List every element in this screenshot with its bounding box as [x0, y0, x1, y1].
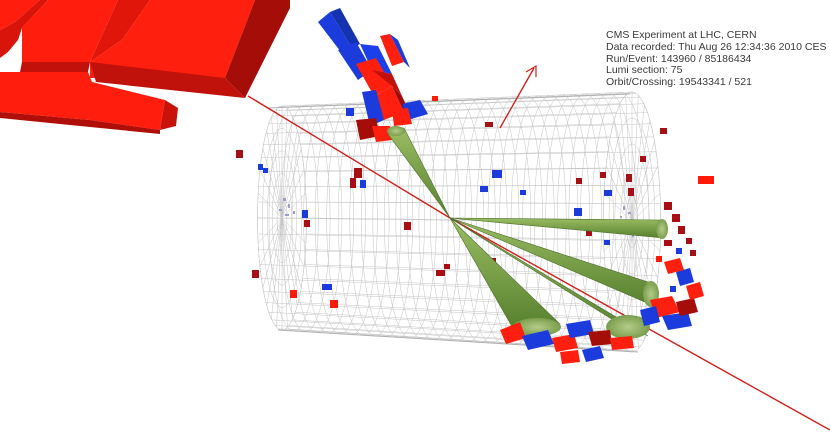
lower-tower-clusters [500, 258, 704, 364]
deposit-cell [290, 290, 297, 298]
deposit-cell [330, 300, 338, 308]
deposit-cell [664, 202, 672, 210]
deposit-cell [258, 164, 263, 170]
data-recorded-label: Data recorded: Thu Aug 26 12:34:36 2010 … [606, 40, 827, 53]
experiment-label: CMS Experiment at LHC, CERN [606, 30, 757, 41]
top-tower [318, 8, 428, 142]
deposit-cell [660, 128, 667, 134]
deposit-cell [354, 168, 362, 178]
deposit-cell [236, 150, 243, 158]
jet-cones [387, 126, 668, 339]
deposit-cell [252, 270, 259, 278]
vertex-cluster-left [279, 198, 295, 216]
deposit-cell [492, 170, 502, 178]
deposit-cell [604, 190, 612, 196]
deposit-cell [656, 256, 662, 262]
deposit-cell [586, 230, 592, 236]
deposit-cell [432, 96, 438, 101]
deposit-cell [670, 286, 676, 292]
deposit-cell [576, 178, 582, 184]
deposit-cell [676, 248, 682, 254]
deposit-cell [672, 214, 680, 222]
deposit-cell [604, 240, 610, 245]
deposit-cell [600, 172, 606, 178]
deposit-cell [678, 226, 685, 234]
deposit-cell [698, 176, 714, 184]
deposit-cell [640, 156, 646, 162]
deposit-cell [304, 220, 310, 227]
deposit-cell [626, 174, 632, 182]
deposit-cell [302, 210, 308, 218]
deposit-cell [690, 250, 696, 256]
vertex-cluster-right [620, 206, 634, 237]
lumi-section-label: Lumi section: 75 [606, 64, 683, 77]
deposit-cell [263, 168, 268, 173]
deposit-cell [480, 186, 488, 192]
orbit-crossing-label: Orbit/Crossing: 19543341 / 521 [606, 76, 752, 89]
run-event-label: Run/Event: 143960 / 85186434 [606, 52, 752, 65]
deposit-cell [404, 222, 411, 230]
deposit-cell [520, 190, 526, 195]
deposit-cell [686, 238, 692, 244]
deposit-cell [322, 284, 332, 290]
deposit-cell [444, 264, 450, 269]
deposit-cell [574, 208, 582, 216]
deposit-cell [485, 122, 493, 127]
deposit-cell [350, 178, 356, 188]
deposit-cell [664, 240, 672, 246]
deposit-cell [360, 180, 366, 188]
deposit-cell [436, 270, 445, 276]
deposit-cell [628, 188, 634, 196]
large-calorimeter-blocks [0, 0, 290, 134]
event-info-caption: CMS Experiment at LHC, CERN Data recorde… [606, 30, 830, 89]
deposit-cell [346, 108, 354, 116]
